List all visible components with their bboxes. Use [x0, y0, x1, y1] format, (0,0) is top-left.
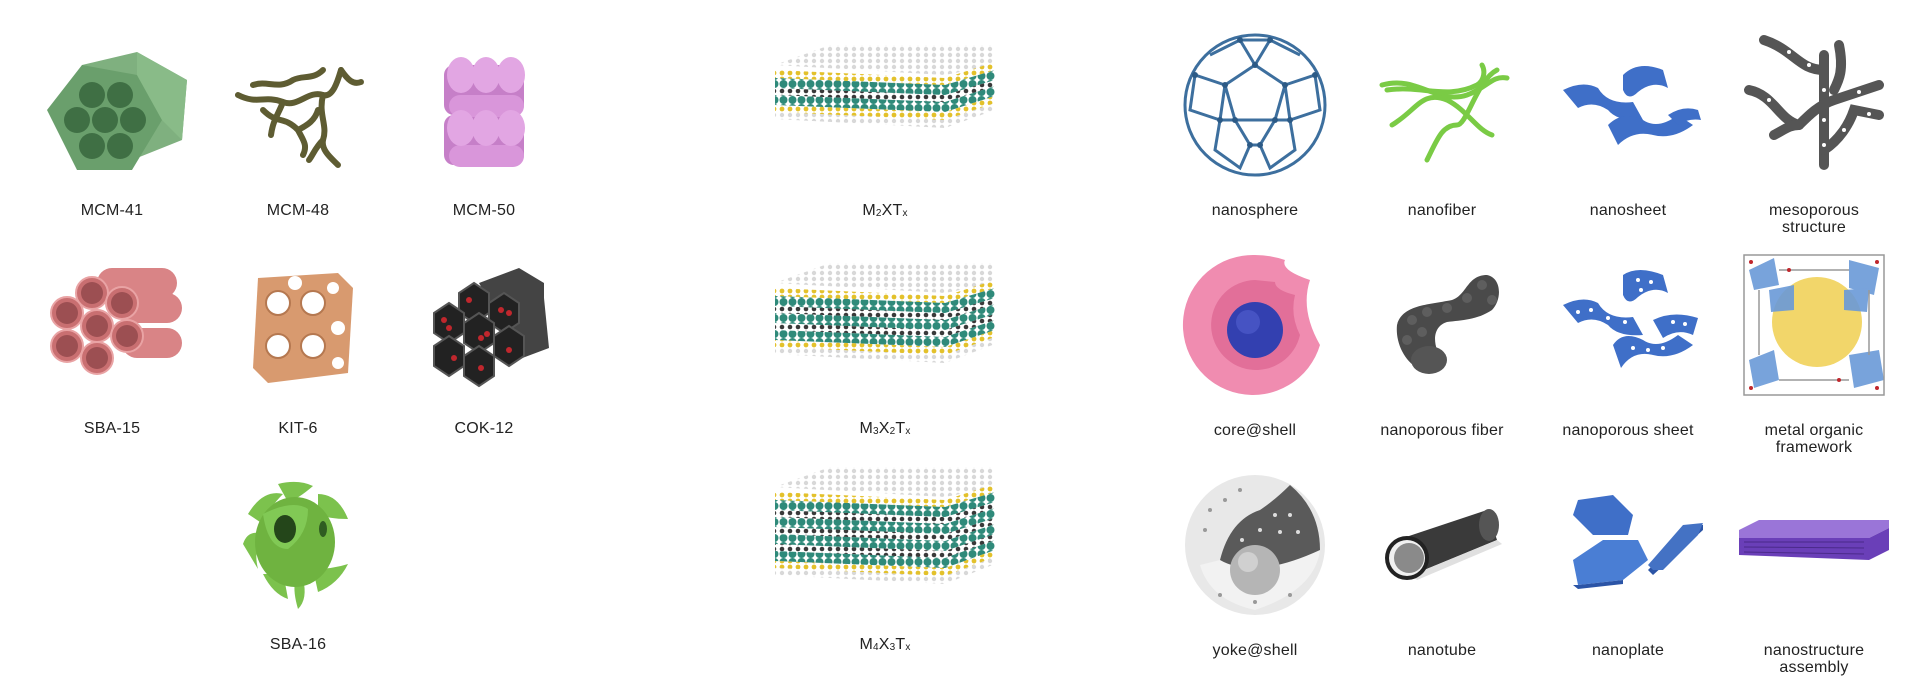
core-shell-sphere-icon	[1182, 254, 1320, 395]
wavy-sheets-icon	[1563, 66, 1701, 145]
item-cok-12: COK-12	[394, 258, 574, 448]
layered-atomic-lattice-icon	[775, 45, 995, 128]
rolled-tube-icon	[1385, 509, 1502, 580]
item-label: MCM-41	[80, 202, 144, 219]
porous-branched-rods-icon	[1744, 35, 1884, 170]
item-label: M3X2Tx	[859, 420, 911, 437]
yolk-shell-sphere-icon	[1185, 475, 1325, 615]
item-nanoplate: nanoplate	[1538, 470, 1718, 670]
item-sba-16: SBA-16	[208, 474, 388, 664]
item-label: nanoporous sheet	[1562, 422, 1694, 439]
hexagonal-plates-icon	[1573, 495, 1703, 589]
item-label: COK-12	[454, 420, 514, 437]
item-m4x3tx: M4X3Tx	[765, 462, 1005, 662]
hexagonal-tube-bundle-icon	[50, 268, 182, 375]
item-label: nanotube	[1407, 642, 1477, 659]
item-nanofiber: nanofiber	[1352, 30, 1532, 230]
item-label: yoke@shell	[1212, 642, 1298, 659]
item-nanoporous-sheet: nanoporous sheet	[1538, 250, 1718, 450]
item-yoke-shell: yoke@shell	[1165, 470, 1345, 670]
nanoporous-fiber-icon	[1396, 275, 1499, 374]
branched-network-icon	[235, 67, 364, 168]
item-mcm-48: MCM-48	[208, 40, 388, 230]
gyroid-cube-icon	[253, 273, 353, 383]
item-label: nanofiber	[1407, 202, 1477, 219]
item-m2xtx: M2XTx	[765, 40, 1005, 230]
hexagonal-channels-with-particles-icon	[433, 268, 549, 388]
item-kit-6: KIT-6	[208, 258, 388, 448]
item-label: MCM-48	[266, 202, 330, 219]
item-nanoporous-fiber: nanoporous fiber	[1352, 250, 1532, 450]
layered-atomic-lattice-icon	[775, 467, 995, 584]
item-core-shell: core@shell	[1165, 250, 1345, 450]
layered-atomic-lattice-icon	[775, 263, 995, 363]
item-label: nanoplate	[1591, 642, 1665, 659]
item-label: MCM-50	[452, 202, 516, 219]
fullerene-cage-icon	[1183, 33, 1327, 177]
item-label: SBA-15	[83, 420, 141, 437]
mof-cage-icon	[1743, 254, 1885, 396]
item-label: M2XTx	[862, 202, 908, 219]
item-label: nanosphere	[1211, 202, 1299, 219]
item-m3x2tx: M3X2Tx	[765, 258, 1005, 448]
item-nanosheet: nanosheet	[1538, 30, 1718, 230]
cage-cell-icon	[243, 481, 348, 609]
item-mcm-50: MCM-50	[394, 40, 574, 230]
item-label: M4X3Tx	[859, 636, 911, 653]
item-label: core@shell	[1213, 422, 1297, 439]
porous-slab-icon	[1739, 520, 1889, 560]
item-nanotube: nanotube	[1352, 470, 1532, 670]
item-nanosphere: nanosphere	[1165, 30, 1345, 230]
perforated-sheets-icon	[1563, 270, 1698, 368]
item-label: nanosheet	[1589, 202, 1667, 219]
item-label: SBA-16	[269, 636, 327, 653]
item-sba-15: SBA-15	[22, 258, 202, 448]
item-mcm-41: MCM-41	[22, 40, 202, 230]
item-label: nanoporous fiber	[1380, 422, 1504, 439]
hexagonal-channel-prism-icon	[47, 52, 187, 170]
stacked-rod-layers-icon	[444, 57, 525, 167]
item-label: KIT-6	[278, 420, 318, 437]
fibers-icon	[1379, 62, 1510, 163]
